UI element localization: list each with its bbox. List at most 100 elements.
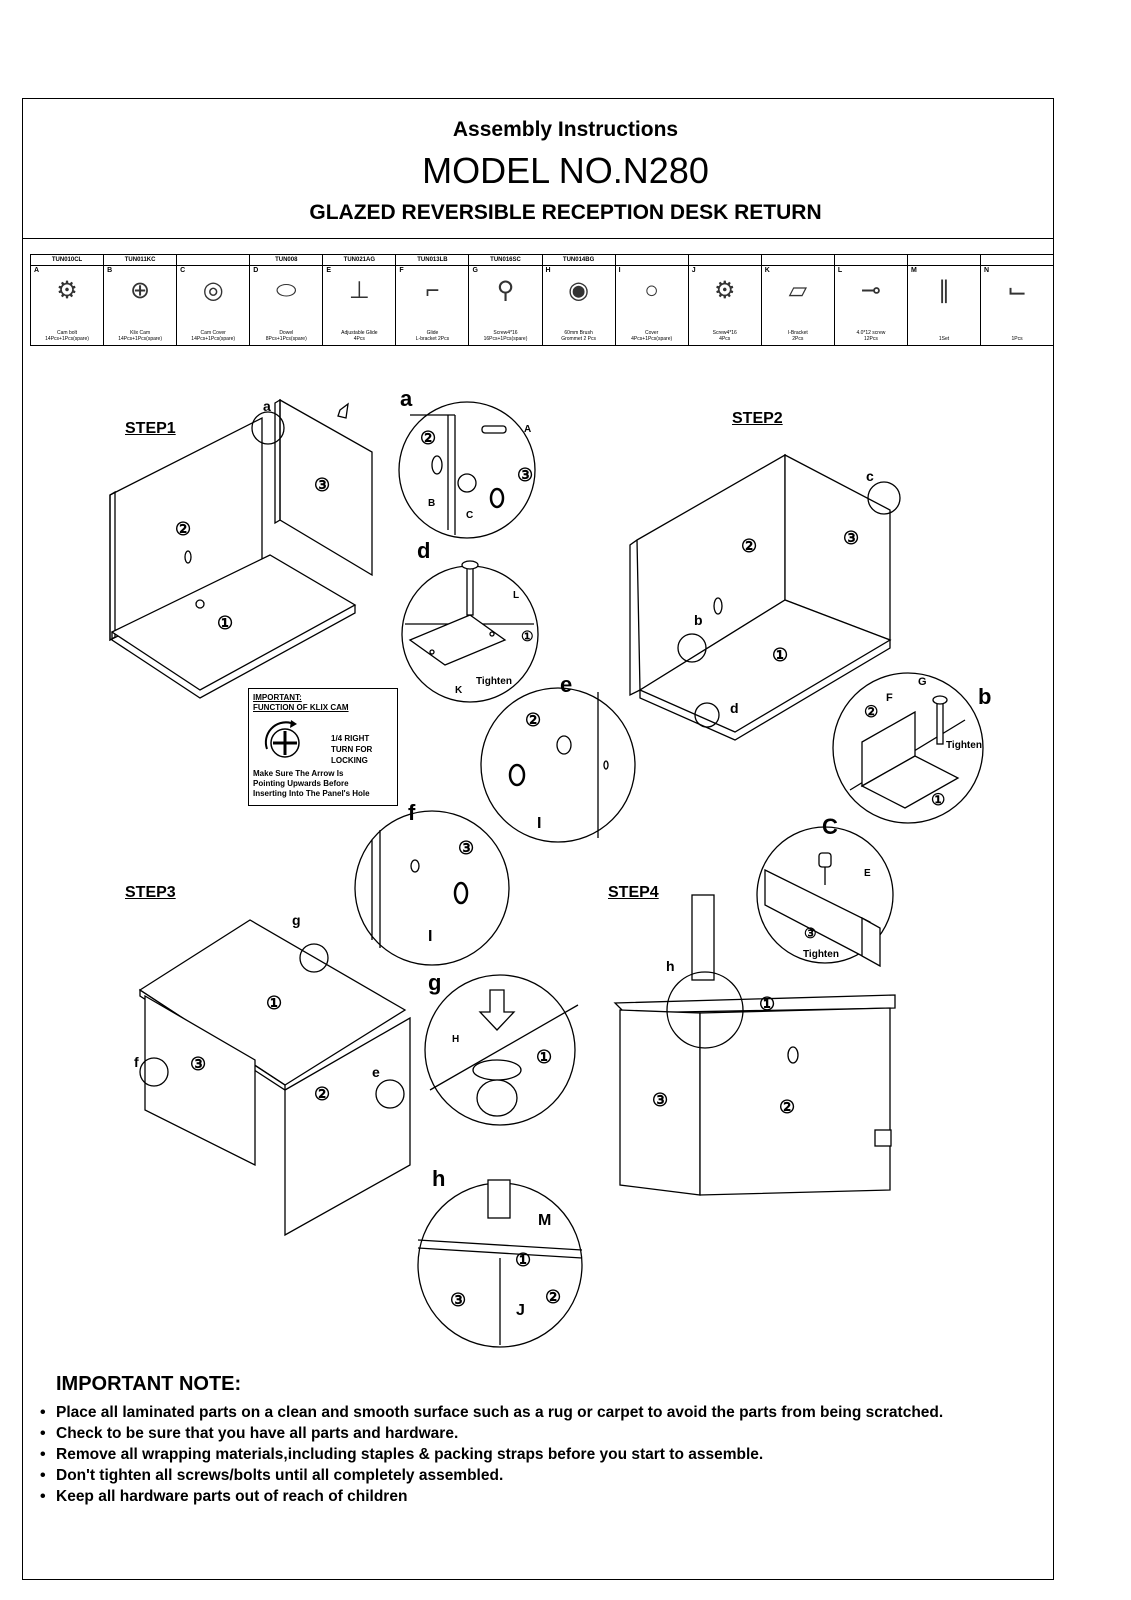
allen-key-icon: ⌙: [1006, 277, 1028, 304]
panel-1-detail-h: ①: [515, 1250, 532, 1270]
panel-1-step4: ①: [759, 994, 776, 1014]
step2-illustration: [629, 453, 901, 741]
label-part-C: C: [466, 510, 474, 521]
label-tighten-C: Tighten: [803, 949, 839, 960]
note-item: Place all laminated parts on a clean and…: [38, 1402, 1048, 1423]
panel-2-step4: ②: [779, 1097, 796, 1117]
part-code: TUN016SC: [469, 255, 542, 266]
klix-cam-note-text: Make Sure The Arrow Is Pointing Upwards …: [253, 769, 370, 798]
important-notes: IMPORTANT NOTE: Place all laminated part…: [38, 1373, 1048, 1507]
part-description: I-Bracket 2Pcs: [787, 330, 808, 342]
part-description: 4.0*12 screw 12Pcs: [856, 330, 886, 342]
cover-icon: ○: [644, 277, 659, 304]
note-item: Keep all hardware parts out of reach of …: [38, 1486, 1048, 1507]
label-a-small: a: [263, 398, 271, 414]
label-g-detail: g: [428, 970, 442, 995]
part-description: Adjustable Glide 4Pcs: [341, 330, 378, 342]
label-part-K: K: [455, 685, 463, 696]
label-part-E: E: [864, 868, 871, 879]
label-part-J: J: [516, 1302, 525, 1319]
page-frame: [22, 98, 1054, 1580]
panel-1-step2: ①: [772, 645, 789, 665]
product-description: GLAZED REVERSIBLE RECEPTION DESK RETURN: [309, 201, 822, 224]
label-part-H: H: [452, 1034, 460, 1045]
part-cell-k: K▱I-Bracket 2Pcs: [761, 255, 835, 345]
l-bracket-icon: ⌐: [425, 277, 440, 304]
part-code: TUN021AG: [323, 255, 396, 266]
step4-illustration: [613, 894, 896, 1196]
label-d-detail: d: [417, 538, 431, 563]
klix-cam-important-box: IMPORTANT: FUNCTION OF KLIX CAM 1/4 RIGH…: [248, 688, 398, 806]
part-letter: H: [545, 267, 551, 274]
panel-2-step2: ②: [741, 536, 758, 556]
label-part-A: A: [524, 424, 532, 435]
part-code: [981, 255, 1054, 266]
note-item: Check to be sure that you have all parts…: [38, 1423, 1048, 1444]
detail-e-illustration: [480, 687, 636, 843]
panel-2-step3: ②: [314, 1084, 331, 1104]
detail-g-illustration: [424, 974, 579, 1126]
label-part-M: M: [538, 1212, 552, 1229]
part-letter: A: [34, 267, 40, 274]
label-b-small: b: [694, 612, 703, 628]
label-b-detail: b: [978, 684, 992, 709]
klix-cam-dial-icon: [264, 720, 300, 758]
part-description: 1Pcs: [1011, 336, 1023, 342]
part-letter: M: [910, 267, 917, 274]
screw-icon: ⚲: [496, 277, 515, 304]
step4-title: STEP4: [608, 884, 659, 901]
note-item: Remove all wrapping materials,including …: [38, 1444, 1048, 1465]
part-code: TUN014BG: [542, 255, 615, 266]
dowel-icon: ⬭: [276, 277, 297, 304]
panel-1-step1: ①: [217, 613, 234, 633]
part-code: TUN013LB: [396, 255, 469, 266]
label-h-small: h: [666, 958, 675, 974]
part-description: Cam bolt 14Pcs+1Pcs(spare): [45, 330, 89, 342]
part-cell-c: C◎Cam Cover 14Pcs+1Pcs(spare): [177, 255, 251, 345]
part-code: TUN011KC: [104, 255, 177, 266]
part-description: 1Set: [938, 336, 950, 342]
label-part-I: I: [537, 815, 542, 832]
part-letter: L: [837, 267, 843, 274]
panel-3-detail-h: ③: [450, 1290, 467, 1310]
panel-3-step1: ③: [314, 475, 331, 495]
label-C-detail: C: [822, 814, 838, 839]
panel-2-detail-h: ②: [545, 1287, 562, 1307]
panel-2-detail-b: ②: [864, 704, 879, 721]
cam-cover-icon: ◎: [202, 277, 224, 304]
label-f-detail: f: [408, 800, 416, 825]
label-f-small: f: [134, 1054, 139, 1070]
detail-h-illustration: [417, 1179, 583, 1348]
notes-title: IMPORTANT NOTE:: [56, 1373, 242, 1395]
label-part-I-2: I: [428, 928, 433, 945]
step2-title: STEP2: [732, 410, 783, 427]
detail-d-illustration: [401, 560, 539, 703]
part-letter: J: [691, 267, 696, 274]
step3-illustration: [138, 919, 411, 1237]
label-e-detail: e: [560, 672, 573, 697]
part-cell-n: N⌙1Pcs: [981, 255, 1054, 345]
part-cell-m: M∥1Set: [907, 255, 982, 345]
part-code: [615, 255, 688, 266]
panel-2-detail-e: ②: [525, 710, 542, 730]
i-bracket-icon: ▱: [788, 277, 808, 304]
klix-cam-icon: ⊕: [130, 277, 151, 304]
cam-bolt-icon: ⚙: [56, 277, 78, 304]
part-cell-j: J⚙Screw4*16 4Pcs: [688, 255, 762, 345]
part-code: TUN010CL: [31, 255, 104, 266]
part-code: [761, 255, 834, 266]
panel-1-detail-g: ①: [536, 1047, 553, 1067]
part-code: [177, 255, 250, 266]
part-code: [834, 255, 907, 266]
part-description: Cam Cover 14Pcs+1Pcs(spare): [191, 330, 236, 342]
part-letter: I: [618, 267, 621, 274]
document-subtitle: Assembly Instructions: [452, 118, 679, 141]
part-letter: B: [107, 267, 113, 274]
label-tighten-d: Tighten: [476, 676, 512, 687]
label-a-detail: a: [400, 386, 413, 411]
panel-2-detail-a: ②: [420, 428, 437, 448]
